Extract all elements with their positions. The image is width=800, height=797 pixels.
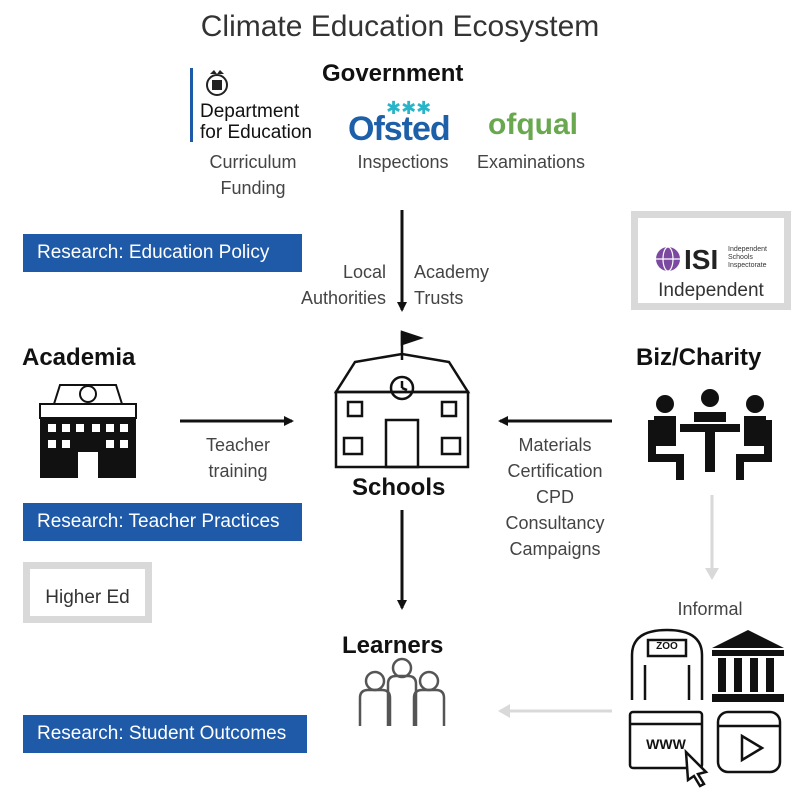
- isi-label: Independent: [658, 280, 764, 301]
- dfe-role-curriculum: Curriculum: [209, 152, 297, 172]
- academy-label: Academy: [414, 262, 490, 282]
- isi-logo-sub: Independent Schools Inspectorate: [728, 246, 767, 270]
- isi-logo: ISI: [684, 244, 719, 275]
- diagram-title: Climate Education Ecosystem: [200, 10, 600, 43]
- ofsted-stars-icon: ✱✱✱: [386, 98, 431, 118]
- ofsted-logo: Ofsted: [348, 110, 451, 148]
- isi-sub-3: Inspectorate: [728, 262, 767, 269]
- informal-label: Informal: [677, 599, 743, 619]
- government-heading: Government: [322, 60, 464, 87]
- ofqual-logo: ofqual: [488, 108, 578, 141]
- dfe-logo-bar: [190, 68, 193, 142]
- learners-group-icon: [358, 657, 446, 726]
- learners-heading: Learners: [342, 632, 444, 659]
- cpd-label: CPD: [535, 487, 574, 507]
- campaigns-label: Campaigns: [509, 539, 601, 559]
- university-building-icon: [39, 384, 137, 478]
- dfe-logo-line1: Department: [200, 101, 300, 122]
- isi-sub-1: Independent: [728, 246, 767, 253]
- museum-icon: [712, 630, 784, 702]
- research-student-box: Research: Student Outcomes: [23, 715, 307, 753]
- meeting-people-icon: [648, 389, 772, 480]
- ofsted-role: Inspections: [357, 152, 449, 172]
- teacher-label: Teacher: [205, 435, 271, 455]
- higher-ed-box: Higher Ed: [23, 562, 152, 623]
- isi-sub-2: Schools: [728, 254, 753, 261]
- university-sign: UNIVERSTY: [61, 409, 125, 421]
- www-label: WWW: [646, 736, 686, 752]
- trusts-label: Trusts: [414, 288, 464, 308]
- academia-heading: Academia: [22, 344, 136, 371]
- certification-label: Certification: [507, 461, 603, 481]
- authorities-label: Authorities: [300, 288, 386, 308]
- svg-text:✱✱✱: ✱✱✱: [386, 98, 431, 118]
- biz-charity-heading: Biz/Charity: [636, 344, 762, 371]
- training-label: training: [208, 461, 268, 481]
- dfe-logo-text: Department for Education: [200, 101, 312, 143]
- edge-label-local-authorities: Local Authorities: [290, 259, 386, 311]
- dfe-role-funding: Funding: [220, 178, 286, 198]
- ofqual-role: Examinations: [476, 152, 586, 172]
- zoo-sign-label: ZOO: [656, 641, 678, 652]
- globe-icon: [656, 246, 680, 272]
- edge-label-biz-services: Materials Certification CPD Consultancy …: [490, 432, 620, 562]
- crest-icon: [206, 70, 228, 96]
- materials-label: Materials: [518, 435, 592, 455]
- research-teacher-box: Research: Teacher Practices: [23, 503, 302, 541]
- isi-box: ISI Independent Schools Inspectorate Ind…: [631, 211, 791, 310]
- schools-heading: Schools: [352, 474, 446, 501]
- consultancy-label: Consultancy: [505, 513, 605, 533]
- edge-label-academy-trusts: Academy Trusts: [414, 259, 504, 311]
- edge-label-teacher-training: Teacher training: [186, 432, 290, 484]
- video-icon: [716, 710, 782, 774]
- dfe-roles: Curriculum Funding: [195, 149, 311, 201]
- higher-ed-label: Higher Ed: [45, 587, 130, 608]
- dfe-logo-line2: for Education: [200, 122, 312, 143]
- research-policy-box: Research: Education Policy: [23, 234, 302, 272]
- local-label: Local: [342, 262, 386, 282]
- school-building-icon: [333, 330, 471, 469]
